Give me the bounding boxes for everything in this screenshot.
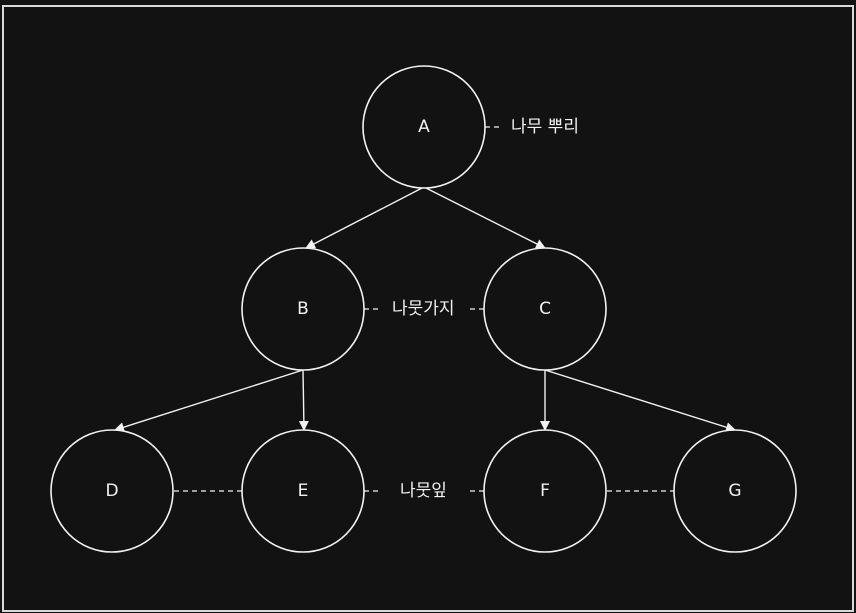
- branch-annotation: 나뭇가지: [392, 299, 455, 319]
- root-annotation: 나무 뿌리: [511, 117, 579, 137]
- node-c-label: C: [539, 299, 551, 319]
- edge-b-e: [298, 369, 309, 431]
- edge-c-g: [544, 369, 736, 433]
- node-b-label: B: [297, 299, 309, 319]
- edge-a-c: [423, 186, 546, 249]
- node-c: C: [483, 247, 607, 371]
- node-e-label: E: [298, 481, 309, 501]
- leaf-annotation: 나뭇잎: [400, 481, 447, 501]
- diagram-frame: [2, 5, 854, 612]
- edge-b-d: [114, 369, 304, 433]
- node-d: D: [50, 429, 174, 553]
- node-g-label: G: [728, 481, 741, 501]
- edge-a-b: [305, 186, 425, 249]
- node-f-label: F: [540, 481, 550, 501]
- node-b: B: [241, 247, 365, 371]
- node-d-label: D: [105, 481, 118, 501]
- node-g: G: [673, 429, 797, 553]
- node-a: A: [362, 65, 486, 189]
- node-e: E: [241, 429, 365, 553]
- node-a-label: A: [418, 117, 430, 137]
- node-f: F: [483, 429, 607, 553]
